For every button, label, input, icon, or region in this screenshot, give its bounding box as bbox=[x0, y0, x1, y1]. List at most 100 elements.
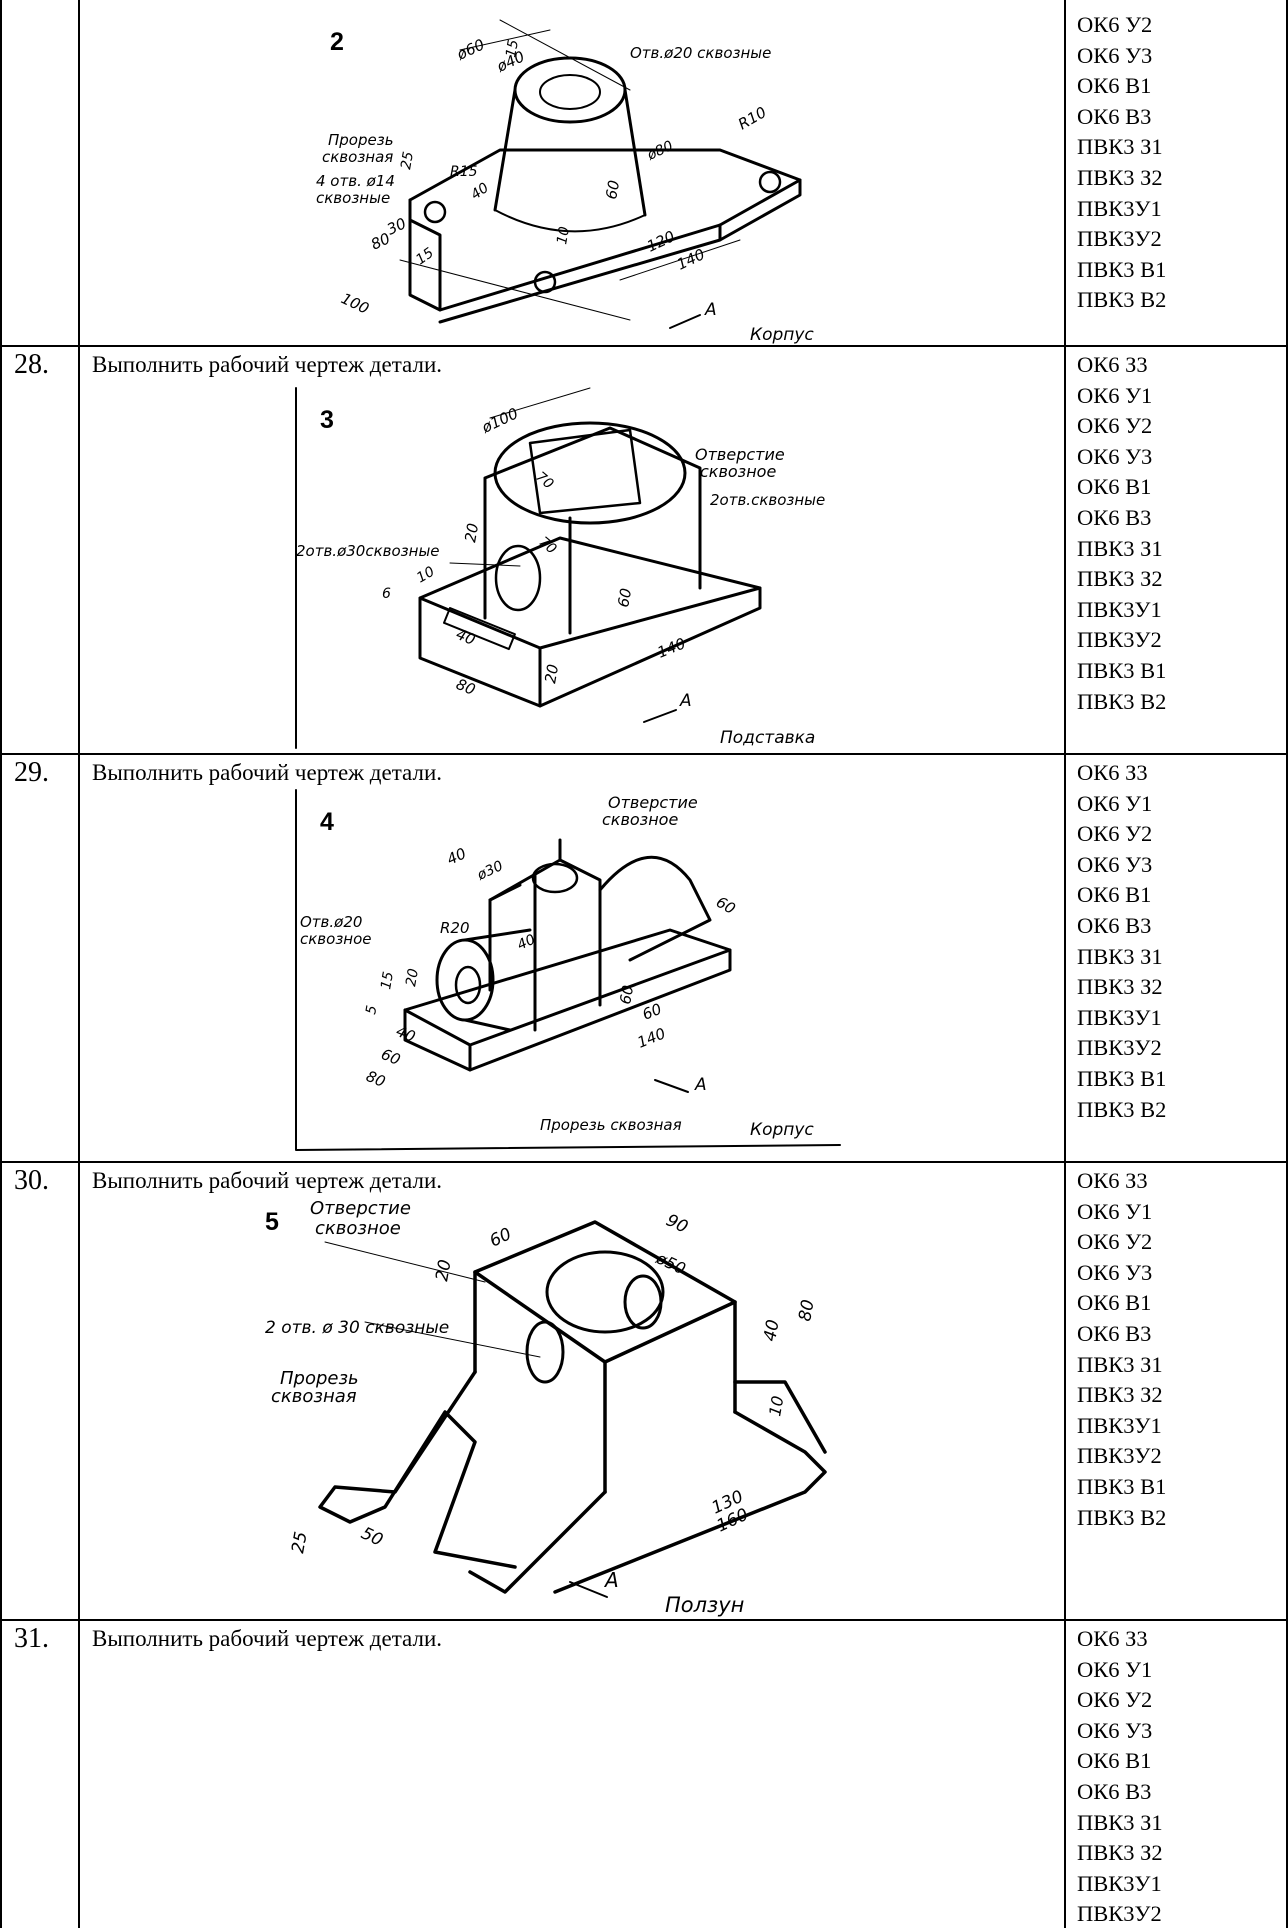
code: ПВК3 З2 bbox=[1077, 1382, 1163, 1408]
dim: 80 bbox=[364, 1067, 388, 1091]
code: ПВК3У2 bbox=[1077, 1443, 1162, 1469]
code: ОК6 В1 bbox=[1077, 73, 1152, 99]
table-column-divider bbox=[78, 0, 80, 1928]
code: ПВК3У1 bbox=[1077, 1870, 1162, 1896]
part-caption: Ползун bbox=[665, 1593, 744, 1617]
dim: 100 bbox=[338, 289, 372, 317]
code: ПВК3У1 bbox=[1077, 195, 1162, 221]
row-number: 30. bbox=[14, 1165, 49, 1196]
competency-codes: ОК6 У2 ОК6 У3 ОК6 В1 ОК6 В3 ПВК3 З1 ПВК3… bbox=[1077, 10, 1282, 316]
code: ОК6 З3 bbox=[1077, 760, 1148, 785]
code: ОК6 У1 bbox=[1077, 790, 1153, 816]
code: ПВК3 В2 bbox=[1077, 287, 1167, 313]
dim: 25 bbox=[398, 150, 417, 170]
code: ОК6 У3 bbox=[1077, 1717, 1153, 1743]
code: ПВК3 В1 bbox=[1077, 1065, 1167, 1091]
view-arrow-label: А bbox=[704, 300, 717, 320]
code: ОК6 В1 bbox=[1077, 1290, 1152, 1316]
view-arrow-label: А bbox=[679, 691, 692, 711]
code: ОК6 З3 bbox=[1077, 1168, 1148, 1193]
code: ПВК3 В1 bbox=[1077, 256, 1167, 282]
dim: R20 bbox=[440, 919, 470, 937]
task-text: Выполнить рабочий чертеж детали. bbox=[92, 1626, 442, 1651]
dim: 140 bbox=[655, 634, 688, 661]
code: ОК6 У2 bbox=[1077, 12, 1153, 37]
code: ОК6 У2 bbox=[1077, 1229, 1153, 1255]
dim: R15 bbox=[450, 164, 478, 180]
holes-label: сквозные bbox=[316, 189, 390, 207]
code: ОК6 В1 bbox=[1077, 474, 1152, 500]
slot-label: Прорезь bbox=[280, 1368, 359, 1389]
dim: 15 bbox=[378, 970, 397, 990]
hole-label: Отв.ø20 bbox=[300, 913, 362, 931]
drawing-figure-4: 4 40 ø30 40 60 R20 15 20 5 60 40 60 80 1… bbox=[295, 789, 841, 1151]
code: ОК6 У3 bbox=[1077, 1259, 1153, 1285]
code: ОК6 У2 bbox=[1077, 821, 1153, 847]
dim: 10 bbox=[554, 225, 573, 245]
part-caption: Подставка bbox=[720, 728, 815, 748]
code: ОК6 У3 bbox=[1077, 851, 1153, 877]
competency-codes: ОК6 З3 ОК6 У1 ОК6 У2 ОК6 У3 ОК6 В1 ОК6 В… bbox=[1077, 1624, 1282, 1930]
code: ОК6 В3 bbox=[1077, 504, 1152, 530]
competency-codes: ОК6 З3 ОК6 У1 ОК6 У2 ОК6 У3 ОК6 В1 ОК6 В… bbox=[1077, 758, 1282, 1125]
code: ОК6 В3 bbox=[1077, 912, 1152, 938]
dim: 10 bbox=[414, 564, 438, 587]
drawing-figure-2: 2 ø60 ø40 R10 ø80 R15 25 40 60 10 30 80 … bbox=[316, 19, 814, 345]
row-number: 29. bbox=[14, 757, 49, 788]
hole-label: Отв.ø20 сквозные bbox=[630, 44, 771, 62]
slot-label: Прорезь сквозная bbox=[540, 1116, 682, 1134]
part-caption: Корпус bbox=[750, 325, 814, 345]
hole-label: Отверстие bbox=[695, 445, 785, 464]
hole-label: сквозное bbox=[602, 810, 678, 829]
competency-codes: ОК6 З3 ОК6 У1 ОК6 У2 ОК6 У3 ОК6 В1 ОК6 В… bbox=[1077, 350, 1282, 717]
dim: 40 bbox=[760, 1318, 783, 1343]
dim: ø100 bbox=[478, 404, 521, 437]
view-arrow-label: А bbox=[694, 1075, 707, 1095]
dim: 40 bbox=[468, 180, 492, 203]
figure-number: 5 bbox=[265, 1208, 279, 1236]
code: ПВК3 В2 bbox=[1077, 1504, 1167, 1530]
code: ПВК3 З2 bbox=[1077, 974, 1163, 1000]
code: ПВК3У1 bbox=[1077, 1412, 1162, 1438]
code: ПВК3У2 bbox=[1077, 226, 1162, 252]
hole-label: сквозное bbox=[700, 462, 776, 481]
competency-codes: ОК6 З3 ОК6 У1 ОК6 У2 ОК6 У3 ОК6 В1 ОК6 В… bbox=[1077, 1166, 1282, 1533]
dim: 140 bbox=[674, 245, 708, 273]
code: ОК6 В3 bbox=[1077, 103, 1152, 129]
dim: 60 bbox=[713, 893, 739, 918]
code: ОК6 У1 bbox=[1077, 1198, 1153, 1224]
code: ПВК3У2 bbox=[1077, 1901, 1162, 1927]
table-column-divider bbox=[1064, 0, 1066, 1928]
hole-label: Отверстие bbox=[310, 1198, 411, 1219]
holes-label: 2отв.ø30сквозные bbox=[296, 542, 440, 560]
dim: 60 bbox=[602, 179, 623, 201]
code: ПВК3У2 bbox=[1077, 1035, 1162, 1061]
figure-number: 2 bbox=[330, 28, 344, 56]
task-text: Выполнить рабочий чертеж детали. bbox=[92, 760, 442, 785]
code: ПВК3 В1 bbox=[1077, 1473, 1167, 1499]
row-divider bbox=[0, 1619, 1288, 1621]
row-number: 28. bbox=[14, 349, 49, 380]
code: ПВК3 З1 bbox=[1077, 943, 1163, 969]
slot-label: Прорезь bbox=[328, 131, 394, 149]
dim: 20 bbox=[432, 1258, 455, 1283]
dim: 20 bbox=[541, 663, 562, 685]
code: ПВК3 З1 bbox=[1077, 134, 1163, 160]
dim: 80 bbox=[795, 1298, 818, 1323]
hole-label: сквозное bbox=[300, 930, 372, 948]
dim: 40 bbox=[454, 625, 478, 649]
dim: 90 bbox=[663, 1210, 691, 1237]
dim: 25 bbox=[288, 1530, 311, 1555]
dim: 60 bbox=[614, 587, 635, 609]
dim: 120 bbox=[644, 227, 678, 255]
dim: 60 bbox=[616, 984, 637, 1006]
code: ОК6 З3 bbox=[1077, 1626, 1148, 1651]
code: ПВК3У2 bbox=[1077, 627, 1162, 653]
code: ОК6 У3 bbox=[1077, 42, 1153, 68]
code: ОК6 У1 bbox=[1077, 382, 1153, 408]
dim: 140 bbox=[635, 1024, 668, 1051]
hole-label: Отверстие bbox=[608, 793, 698, 812]
part-caption: Корпус bbox=[750, 1120, 814, 1140]
row-divider bbox=[0, 345, 1288, 347]
